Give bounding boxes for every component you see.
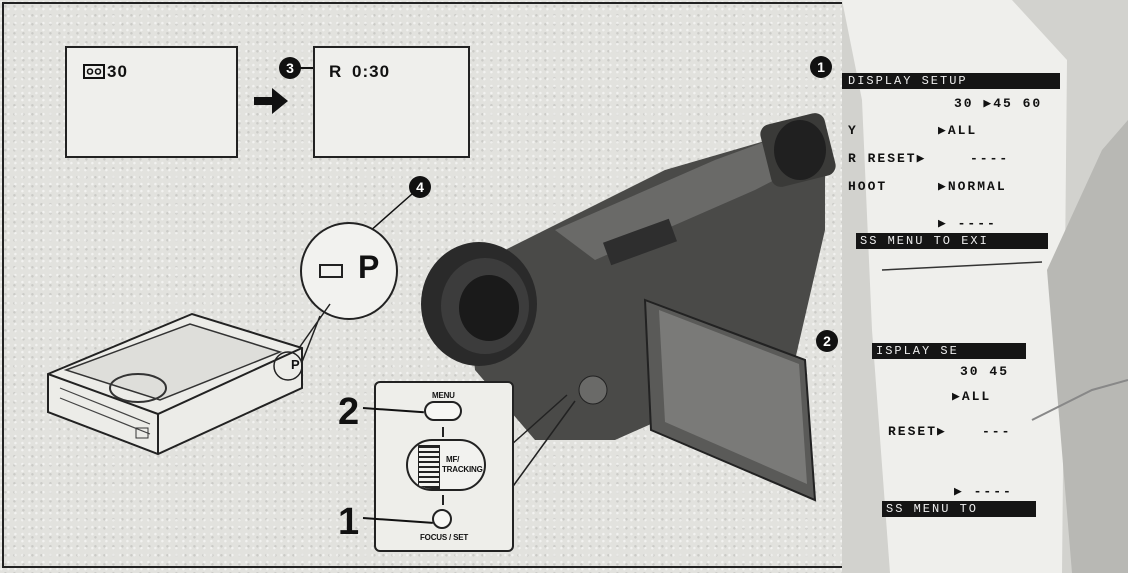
menu1-title-bar: DISPLAY SETUP (842, 73, 1060, 89)
focus-set-label: FOCUS / SET (420, 533, 469, 542)
lcd-screen-after: R 0:30 (313, 46, 470, 158)
cassette-icon (83, 64, 105, 79)
dial-label-tracking: TRACKING (442, 465, 483, 474)
menu1-row2-label: R RESET▶ (848, 151, 927, 166)
dial-label-mf: MF/ (446, 455, 460, 464)
menu1-row3-value: ▶NORMAL (938, 179, 1007, 194)
tracking-dial[interactable]: MF/ TRACKING (406, 439, 486, 491)
divider-tick-bottom (442, 495, 444, 505)
menu2-row1-value: ▶ALL (952, 389, 992, 404)
cassette-tab-zoom: P (300, 222, 398, 320)
dial-ridges (418, 445, 440, 489)
menu1-footer-bar: SS MENU TO EXI (856, 233, 1048, 249)
lcd-remaining-time: R 0:30 (329, 62, 391, 81)
menu1-options: 30 ▶45 60 (954, 96, 1043, 111)
step-badge-3: 3 (279, 57, 301, 79)
record-tab-slot (319, 264, 343, 278)
lcd-screen-before: 30 (65, 46, 238, 158)
panel-connector (510, 394, 576, 490)
menu1-row1-value: ▶ALL (938, 123, 978, 138)
cassette-tab-p: P (291, 357, 300, 372)
cassette-illustration (47, 312, 303, 456)
step-number-1: 1 (338, 501, 360, 543)
lcd-counter-30: 30 (107, 62, 128, 81)
menu2-title-bar: ISPLAY SE (872, 343, 1026, 359)
menu-badge-1: 1 (810, 56, 832, 78)
menu2-row2-value: --- (982, 424, 1012, 439)
paper-background (842, 0, 1128, 573)
menu2-row2-label: RESET▶ (888, 424, 947, 439)
right-arrow-icon (254, 88, 288, 114)
menu1-row3-label: HOOT (848, 179, 888, 194)
menu1-row4-value: ▶ ---- (938, 216, 997, 231)
menu1-row2-value: ---- (970, 151, 1010, 166)
camcorder-illustration (421, 113, 836, 502)
menu1-row1-label: Y (848, 123, 858, 138)
menu-button[interactable] (424, 401, 462, 421)
leader-line (300, 67, 324, 69)
divider-tick-top (442, 427, 444, 437)
line-to-focus (362, 517, 433, 524)
menu-screen-sheet: 1 DISPLAY SETUP 30 ▶45 60 Y ▶ALL R RESET… (810, 0, 1128, 573)
menu-badge-2: 2 (816, 330, 838, 352)
menu2-row3-value: ▶ ---- (954, 484, 1013, 499)
focus-set-button[interactable] (432, 509, 452, 529)
menu-button-label: MENU (432, 391, 455, 400)
zoom-p-label: P (358, 249, 380, 285)
menu2-footer-bar: SS MENU TO (882, 501, 1036, 517)
step-badge-4: 4 (409, 176, 431, 198)
step-number-2: 2 (338, 391, 360, 433)
menu2-options: 30 45 (960, 364, 1010, 379)
control-panel-detail: MENU MF/ TRACKING FOCUS / SET (362, 381, 514, 552)
